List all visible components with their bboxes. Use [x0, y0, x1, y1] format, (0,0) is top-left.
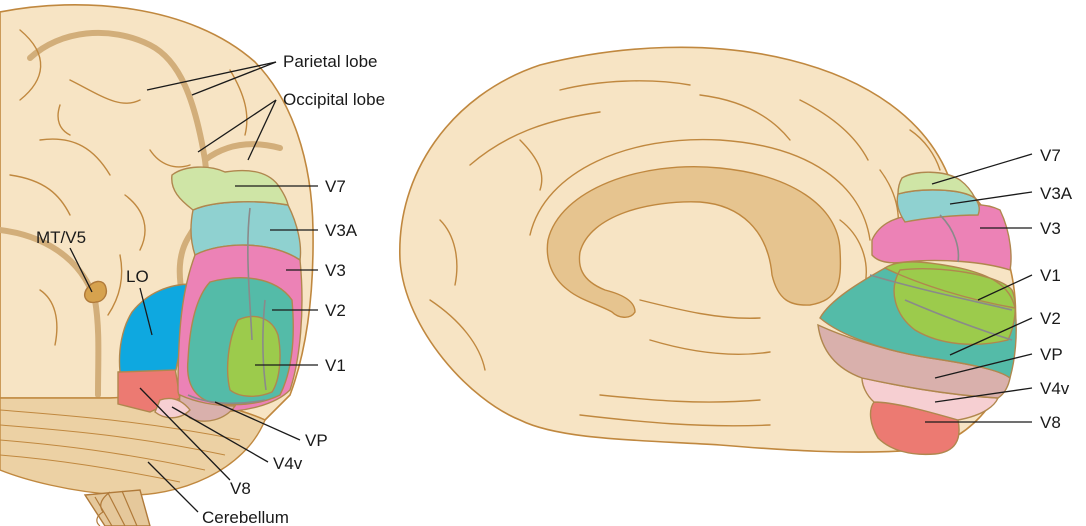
medial-view	[400, 47, 1016, 454]
area-v1-lateral	[228, 316, 280, 396]
label-v4v-medial: V4v	[1040, 379, 1070, 398]
label-v3-medial: V3	[1040, 219, 1061, 238]
label-vp-lateral: VP	[305, 431, 328, 450]
lateral-view	[0, 5, 313, 526]
label-lo: LO	[126, 267, 149, 286]
label-v2-medial: V2	[1040, 309, 1061, 328]
label-v7-lateral: V7	[325, 177, 346, 196]
label-v1-medial: V1	[1040, 266, 1061, 285]
label-v3a-lateral: V3A	[325, 221, 358, 240]
label-v3a-medial: V3A	[1040, 184, 1073, 203]
label-v2-lateral: V2	[325, 301, 346, 320]
label-v8-medial: V8	[1040, 413, 1061, 432]
brainstem	[85, 490, 150, 526]
label-v4v-lateral: V4v	[273, 454, 303, 473]
label-mt-v5: MT/V5	[36, 228, 86, 247]
label-cerebellum: Cerebellum	[202, 508, 289, 526]
label-occipital-lobe: Occipital lobe	[283, 90, 385, 109]
label-v3-lateral: V3	[325, 261, 346, 280]
label-v8-lateral: V8	[230, 479, 251, 498]
label-v7-medial: V7	[1040, 146, 1061, 165]
label-vp-medial: VP	[1040, 345, 1063, 364]
label-parietal-lobe: Parietal lobe	[283, 52, 378, 71]
label-v1-lateral: V1	[325, 356, 346, 375]
